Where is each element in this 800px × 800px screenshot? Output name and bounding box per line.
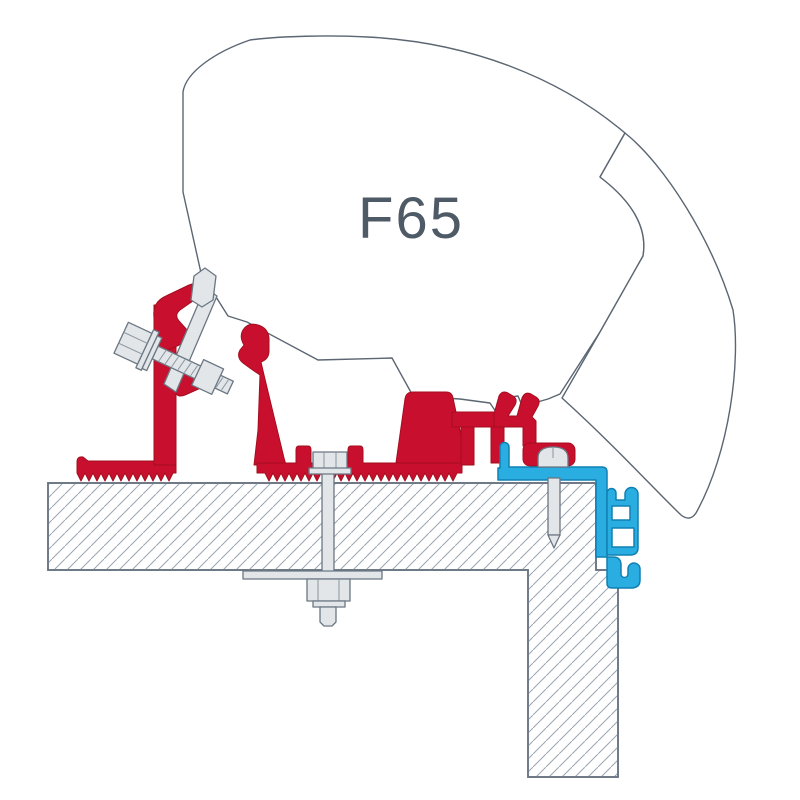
angled-bolt-assembly [113,321,234,395]
left-bracket-foot [76,456,177,482]
rail-profile-main [497,441,641,589]
right-bracket-knuckle [493,391,540,447]
center-bolt-washer-bottom [312,600,346,608]
angled-bolt-hex-head [113,321,153,365]
awning-case-group [182,35,737,519]
roof-screw-shaft [547,477,561,536]
center-bolt-nut [306,578,351,602]
center-bolt-tip [319,606,337,627]
roof-screw-tip [547,534,561,549]
center-bolt-head [312,451,348,470]
angled-bolt-washer-inner [141,335,163,372]
rail-profile-blue-group [497,441,641,589]
center-bolt-washer-top [308,467,352,475]
adapter-hump [395,391,463,464]
clamp-bar-plate [190,267,217,308]
rail-claw-and-strut [238,323,287,466]
right-bracket-leg-1 [460,426,475,466]
angled-bolt-slide-nut [191,358,225,395]
awning-model-label: F65 [358,186,464,251]
angled-bolt-threads [158,350,229,391]
rail-profile-channel [606,486,639,556]
awning-front-flap-outline [561,132,737,519]
center-bolt-assembly [242,451,383,627]
right-bracket-bar [451,411,497,428]
hardware-group [113,267,569,627]
center-bolt-shaft [321,471,335,573]
roof-screw-assembly [537,446,569,549]
center-bolt-backing-plate [242,570,383,580]
